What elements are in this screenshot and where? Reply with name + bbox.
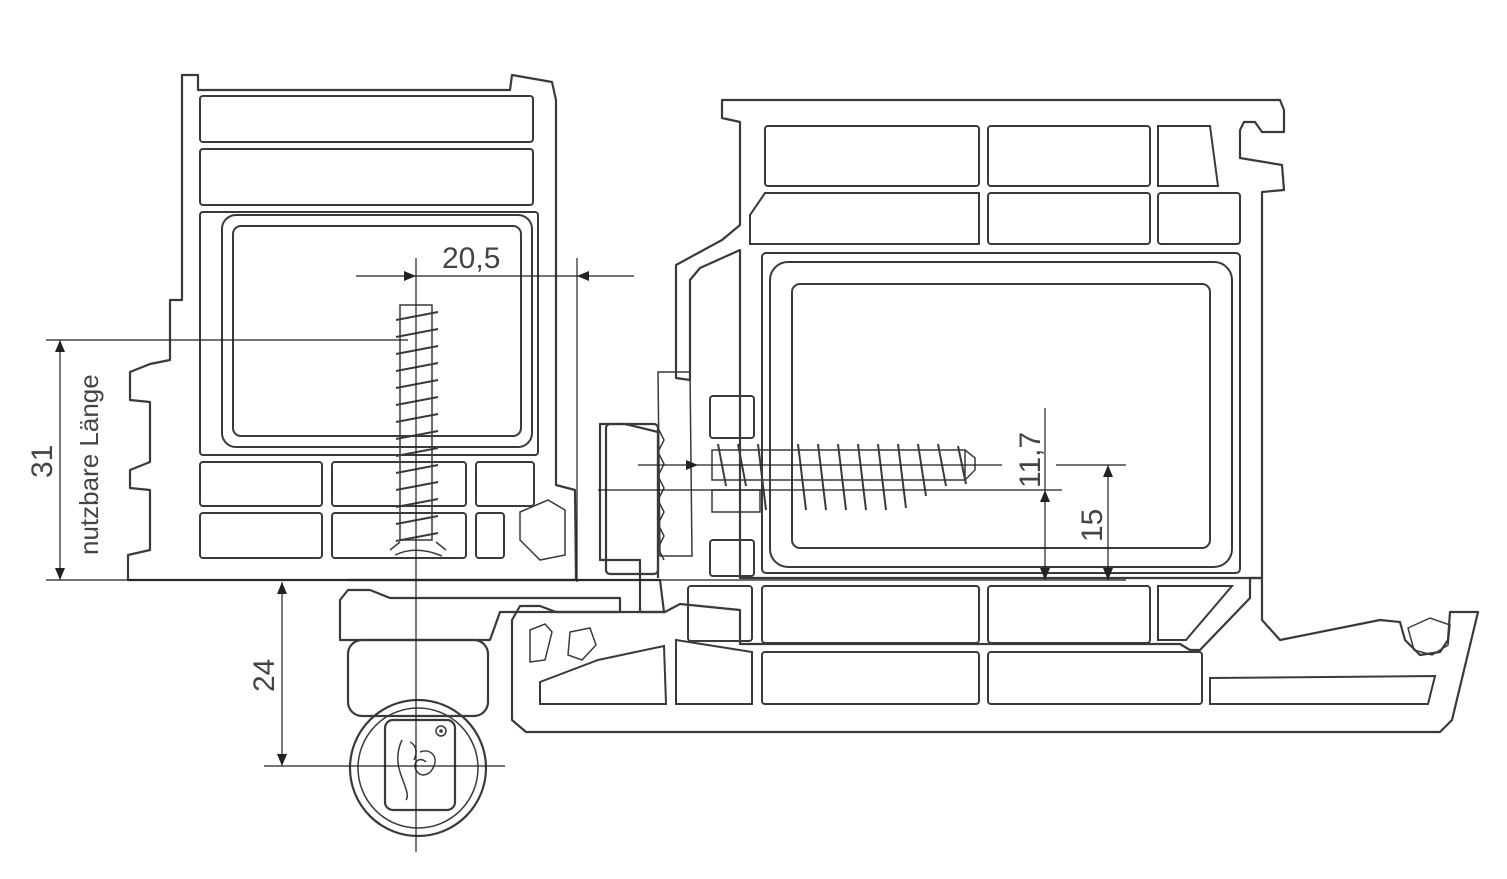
bottom-groove-1: [529, 623, 553, 663]
bottom-chamber-9: [539, 644, 668, 705]
hinge-plate-teeth: [657, 427, 665, 561]
vertical-screw-thread: [395, 311, 439, 542]
bottom-frame-profile: [510, 576, 1480, 734]
hinge-knuckle-inner: [357, 707, 479, 829]
bottom-chamber-5: [761, 651, 980, 705]
bottom-chamber-1: [687, 585, 753, 642]
hinge-hardware: [338, 422, 666, 838]
steel-reinforcement-outer: [221, 214, 533, 448]
sash-profile: [126, 73, 578, 582]
bottom-chamber-8: [675, 638, 753, 705]
dim-20-5-arrow-left: [404, 271, 416, 281]
dim-20-5-arrow-right: [577, 271, 589, 281]
sash-gasket-groove: [519, 499, 566, 561]
dim-31-caption: nutzbare Länge: [74, 374, 104, 555]
sash-reinforcement-chamber: [199, 211, 539, 456]
frame-chamber-3: [1157, 125, 1220, 187]
steel-reinforcement-inner: [232, 225, 522, 437]
hinge-cover-cap: [383, 718, 457, 812]
dim-31-value: 31: [26, 445, 59, 478]
dimension-lines: 20,5 31 nutzbare Länge 24 11,7 15: [26, 242, 1126, 852]
frame-chamber-6: [1157, 192, 1241, 245]
sash-chamber-5: [475, 461, 535, 507]
sash-chamber-8: [475, 512, 505, 559]
bottom-groove-3: [1407, 617, 1451, 656]
frame-profile: [657, 98, 1286, 580]
sash-chamber-6: [199, 512, 323, 559]
frame-small-chamber-2: [709, 539, 755, 577]
dim-11-7-arrow-bottom: [1040, 568, 1050, 580]
frame-gasket: [657, 371, 693, 557]
bottom-frame-outline: [510, 576, 1480, 734]
sash-chamber-1: [199, 95, 534, 143]
sash-outline: [126, 73, 578, 582]
frame-chamber-5: [987, 192, 1151, 245]
dim-24-arrow-top: [277, 582, 287, 594]
frame-chamber-2: [987, 125, 1151, 187]
frame-reinforcement-chamber: [761, 252, 1241, 574]
bottom-chamber-4: [1157, 585, 1235, 641]
horizontal-screw-thread: [717, 443, 967, 511]
bottom-chamber-6: [987, 651, 1203, 705]
hinge-knuckle-circle: [348, 698, 488, 838]
hinge-arm: [338, 588, 622, 642]
vertical-screw-shank: [399, 304, 433, 541]
dim-20-5-label: 20,5: [442, 242, 500, 275]
rooster-logo-icon: [397, 725, 447, 801]
dim-31-arrow-top: [55, 340, 65, 352]
frame-steel-inner: [791, 283, 1211, 549]
bottom-chamber-7: [1209, 674, 1437, 705]
horizontal-screw-head: [711, 489, 761, 513]
sash-chamber-3: [199, 461, 323, 507]
dim-15-label: 15: [1076, 509, 1109, 542]
sash-chamber-4: [331, 461, 467, 507]
sash-chamber-2: [199, 148, 534, 206]
vertical-screw-tip: [389, 541, 447, 557]
frame-small-chamber-1: [709, 395, 755, 439]
sash-chamber-7: [331, 512, 467, 559]
frame-chamber-1: [764, 125, 980, 187]
bottom-chamber-3: [987, 585, 1151, 644]
frame-steel-outer: [769, 261, 1233, 568]
vertical-screw: [389, 304, 447, 557]
dim-15-arrow-top: [1103, 465, 1113, 477]
dim-11-7-arrow-top: [1040, 490, 1050, 502]
frame-chamber-4: [749, 192, 980, 245]
dim-24-arrow-bottom: [277, 754, 287, 766]
dim-11-7-label: 11,7: [1014, 432, 1047, 488]
hinge-body: [348, 422, 666, 614]
horizontal-screw-tip: [964, 449, 976, 481]
dim-24-label: 24: [248, 659, 281, 692]
screw-axis-arrow: [686, 460, 698, 470]
hinge-plate: [604, 422, 660, 576]
dim-15-arrow-bottom: [1103, 568, 1113, 580]
bottom-groove-2: [567, 627, 597, 661]
bottom-chamber-2: [761, 585, 980, 644]
hinge-knuckle-block: [346, 638, 490, 718]
horizontal-screw: [711, 443, 976, 513]
dim-31-arrow-bottom: [55, 568, 65, 580]
